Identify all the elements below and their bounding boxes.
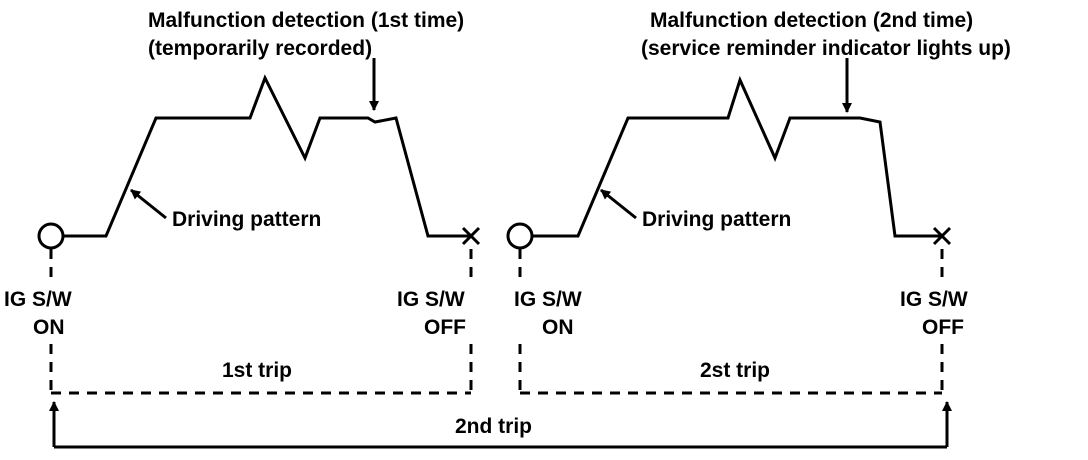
trip-2-label: 2st trip xyxy=(700,359,770,382)
malfunction-2-title: Malfunction detection (2nd time) xyxy=(650,9,973,32)
ig-on-marker-2 xyxy=(506,222,534,250)
malfunction-1-title: Malfunction detection (1st time) xyxy=(148,9,464,32)
malfunction-1-subtitle: (temporarily recorded) xyxy=(148,37,372,60)
ig-off-x-icon-2 xyxy=(932,226,952,246)
ig-sw-off-1-state: OFF xyxy=(424,316,466,339)
trip-1-label: 1st trip xyxy=(222,359,292,382)
ig-sw-off-2-state: OFF xyxy=(922,316,964,339)
ig-on-marker-1 xyxy=(37,222,65,250)
ig-sw-on-2-label: IG S/W xyxy=(514,288,582,311)
driving-pattern-label-2: Driving pattern xyxy=(642,208,791,231)
driving-pattern-pointer-1 xyxy=(130,188,167,220)
ig-sw-on-1-state: ON xyxy=(33,316,65,339)
driving-pattern-label-1: Driving pattern xyxy=(172,208,321,231)
ig-sw-on-2-state: ON xyxy=(542,316,574,339)
ig-sw-off-2-label: IG S/W xyxy=(900,288,968,311)
driving-pattern-line-2 xyxy=(532,75,940,238)
driving-pattern-pointer-2 xyxy=(600,188,637,220)
ig-off-x-icon-1 xyxy=(461,226,481,246)
trip-combined-label: 2nd trip xyxy=(455,415,532,438)
driving-pattern-line-1 xyxy=(63,74,470,238)
malfunction-2-subtitle: (service reminder indicator lights up) xyxy=(641,37,1011,60)
ig-sw-on-1-label: IG S/W xyxy=(4,288,72,311)
ig-sw-off-1-label: IG S/W xyxy=(397,288,465,311)
